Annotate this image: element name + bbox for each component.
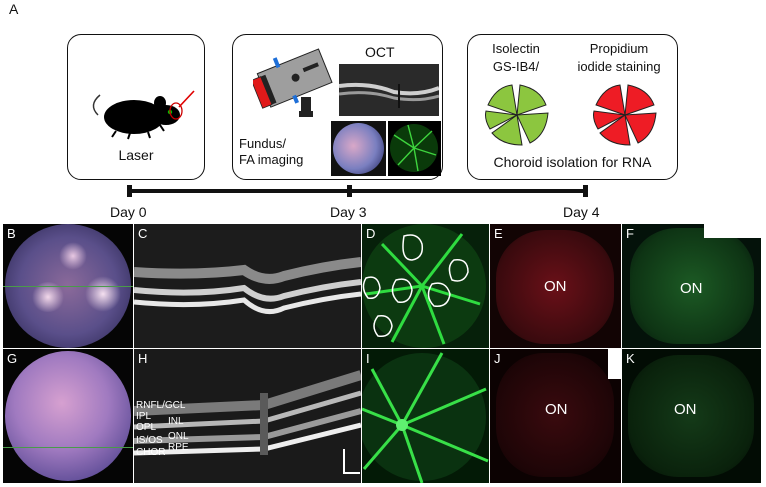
laser-step-box: Laser: [67, 34, 205, 180]
optic-nerve-label-e: ON: [544, 278, 567, 295]
layer-onl: ONL: [168, 431, 189, 442]
fundus-thumbnail: [331, 121, 386, 176]
optic-nerve-label-k: ON: [674, 401, 697, 418]
panel-label-j: J: [494, 351, 501, 366]
day0-label: Day 0: [110, 204, 147, 220]
red-choroid-flatmount-icon: [593, 84, 657, 146]
layer-rpe: RPE: [168, 442, 189, 453]
layer-rnfl-gcl: RNFL/GCL: [136, 400, 186, 411]
mouse-icon: [92, 90, 195, 140]
layer-chor: CHOR: [136, 447, 166, 458]
fa-thumbnail: [388, 121, 441, 176]
panel-c-oct: C: [134, 224, 361, 348]
panel-b-fundus: B: [3, 224, 133, 348]
day3-label: Day 3: [330, 204, 367, 220]
panel-label-h: H: [138, 351, 148, 366]
staining-step-box: Isolectin GS-IB4/ Propidium iodide stain…: [467, 34, 678, 180]
figure-label-a: A: [9, 1, 19, 17]
panel-h-oct: RNFL/GCL IPL INL OPL ONL IS/OS RPE CHOR …: [134, 349, 361, 483]
panel-d-fa: D: [362, 224, 489, 348]
panel-label-g: G: [7, 351, 18, 366]
isolectin-line2: GS-IB4/: [492, 59, 540, 74]
propidium-line2: iodide staining: [577, 59, 661, 74]
timeline-tick-day4: [583, 185, 588, 197]
fundus-caption-line2: FA imaging: [239, 152, 304, 167]
panel-j-propidium: ON J: [490, 349, 621, 483]
timeline-tick-day0: [127, 185, 132, 197]
fundus-camera-icon: [253, 48, 333, 117]
isolectin-line1: Isolectin: [492, 41, 540, 56]
layer-inl: INL: [168, 416, 184, 427]
panel-g-fundus: G: [3, 349, 133, 483]
panel-label-b: B: [7, 226, 16, 241]
panel-label-c: C: [138, 226, 148, 241]
panel-e-propidium: ON E: [490, 224, 621, 348]
optic-nerve-label-f: ON: [680, 280, 703, 297]
oct-thumbnail: [338, 64, 440, 116]
panel-f-isolectin: ON F: [622, 224, 761, 348]
layer-ipl: IPL: [136, 411, 152, 422]
day4-label: Day 4: [563, 204, 600, 220]
panel-label-k: K: [626, 351, 635, 366]
timeline-bar: [129, 189, 587, 193]
imaging-step-box: OCT Fundus/ FA imaging: [232, 34, 443, 180]
oct-label: OCT: [365, 44, 395, 60]
choroid-caption: Choroid isolation for RNA: [493, 154, 652, 170]
layer-opl: OPL: [136, 422, 157, 433]
panel-i-fa: I: [362, 349, 489, 483]
green-choroid-flatmount-icon: [485, 84, 549, 146]
panel-k-isolectin: ON K: [622, 349, 761, 483]
timeline-tick-day3: [347, 185, 352, 197]
laser-caption: Laser: [118, 147, 154, 163]
fundus-caption-line1: Fundus/: [239, 136, 286, 151]
panel-label-d: D: [366, 226, 376, 241]
layer-is-os: IS/OS: [136, 435, 163, 446]
panel-label-i: I: [366, 351, 370, 366]
panel-label-f: F: [626, 226, 634, 241]
panel-label-e: E: [494, 226, 503, 241]
optic-nerve-label-j: ON: [545, 401, 568, 418]
propidium-line1: Propidium: [589, 41, 649, 56]
